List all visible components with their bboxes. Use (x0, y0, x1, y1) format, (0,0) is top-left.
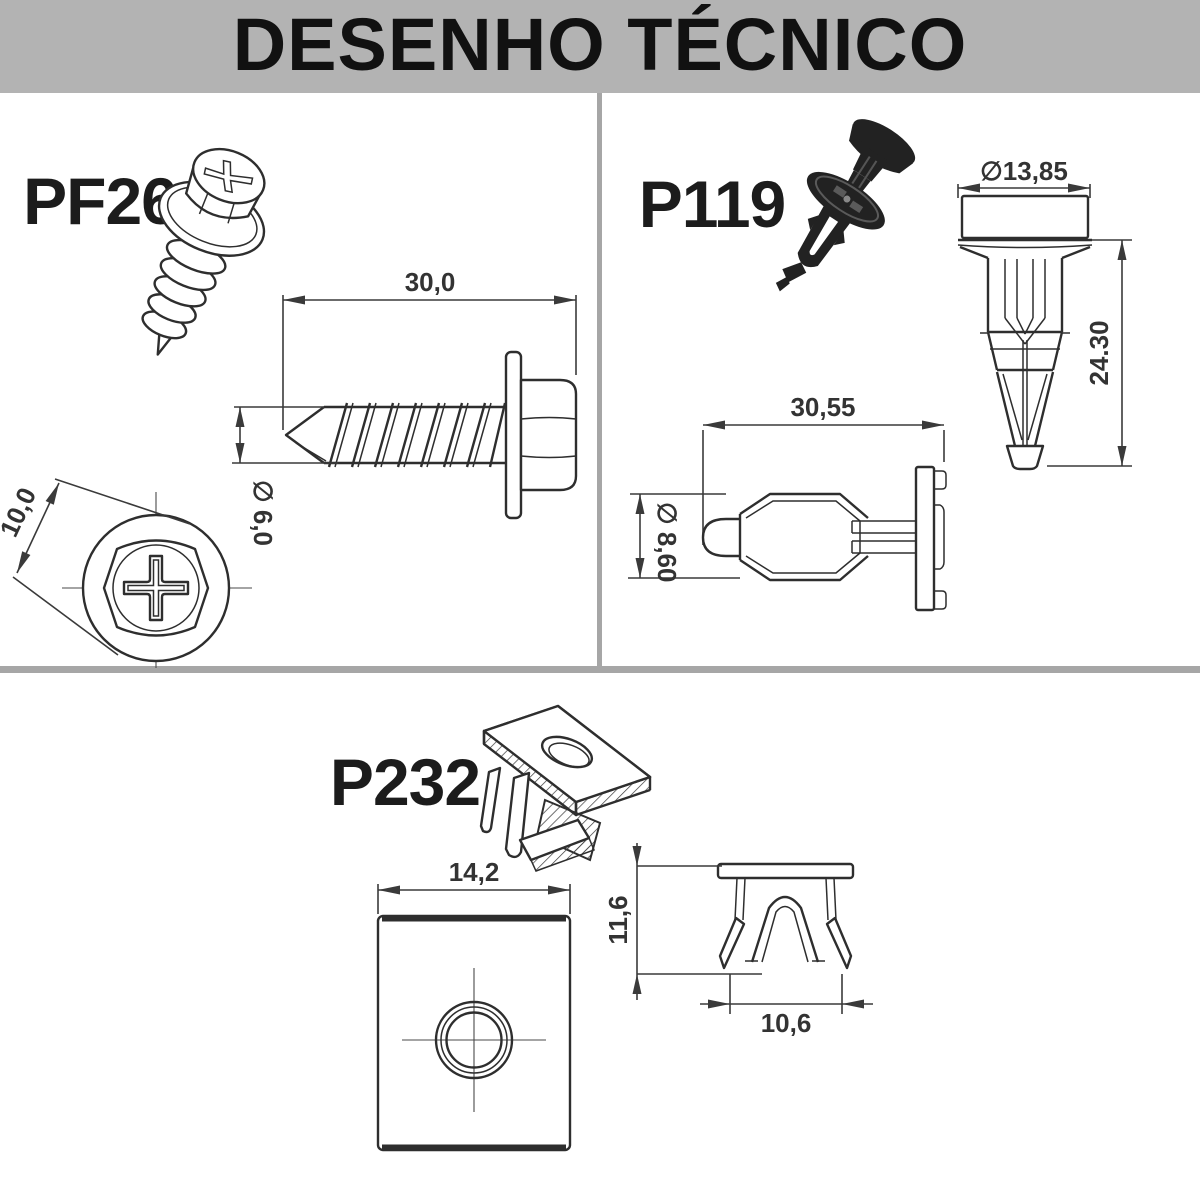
p119-dim-head-diameter: ∅13,85 (957, 156, 1091, 198)
p119-dim-body-length: 30,55 (702, 392, 945, 545)
pf26-part-label: PF26 (23, 164, 177, 238)
horizontal-divider (0, 666, 1200, 673)
p119-side-outline (701, 465, 947, 612)
vertical-divider (597, 93, 602, 667)
p119-head-diameter-value: ∅13,85 (980, 156, 1068, 186)
pf26-length-value: 30,0 (405, 267, 456, 297)
pf26-top-view: 10,0 (0, 478, 252, 668)
pf26-thread-diameter-value: ∅ 6,0 (248, 480, 278, 546)
pf26-side-view: 30,0 (232, 267, 578, 546)
p232-dim-plate-width: 14,2 (377, 857, 571, 914)
pf26-3d-view (141, 147, 266, 356)
p119-pin-outline (957, 194, 1093, 471)
p119-dim-shank-diameter: ∅ 8,60 (628, 493, 740, 582)
header-banner: DESENHO TÉCNICO (0, 0, 1200, 93)
pf26-dim-length: 30,0 (282, 267, 577, 430)
p232-dim-base-width: 10,6 (700, 974, 873, 1038)
p119-dim-total-length: 24.30 (1047, 239, 1132, 467)
p119-body-length-value: 30,55 (790, 392, 855, 422)
p232-height-value: 11,6 (603, 895, 633, 944)
p119-part-label: P119 (639, 167, 786, 241)
p232-base-width-value: 10,6 (761, 1008, 812, 1038)
p232-front-view: 14,2 (376, 857, 572, 1152)
p232-dim-height: 11,6 (603, 843, 762, 1000)
p119-side-view: 30,55 (628, 392, 947, 612)
p119-3d-view (775, 119, 916, 292)
pf26-dim-thread-diameter: ∅ 6,0 (232, 406, 338, 546)
pf26-hex-head-outline (102, 539, 210, 637)
p232-side-outline (716, 862, 855, 970)
p119-total-length-value: 24.30 (1084, 320, 1114, 385)
p232-plate-width-value: 14,2 (449, 857, 500, 887)
p119-front-view: ∅13,85 (957, 156, 1132, 471)
p232-part-label: P232 (330, 745, 480, 819)
page-title: DESENHO TÉCNICO (233, 3, 968, 86)
pf26-phillips-cross (122, 554, 190, 622)
p232-side-view: 11,6 10,6 (603, 843, 873, 1038)
p232-3d-view (479, 704, 652, 872)
p119-shank-diameter-value: ∅ 8,60 (652, 502, 682, 582)
pf26-screw-outline (284, 350, 578, 520)
header-background (0, 0, 1200, 93)
